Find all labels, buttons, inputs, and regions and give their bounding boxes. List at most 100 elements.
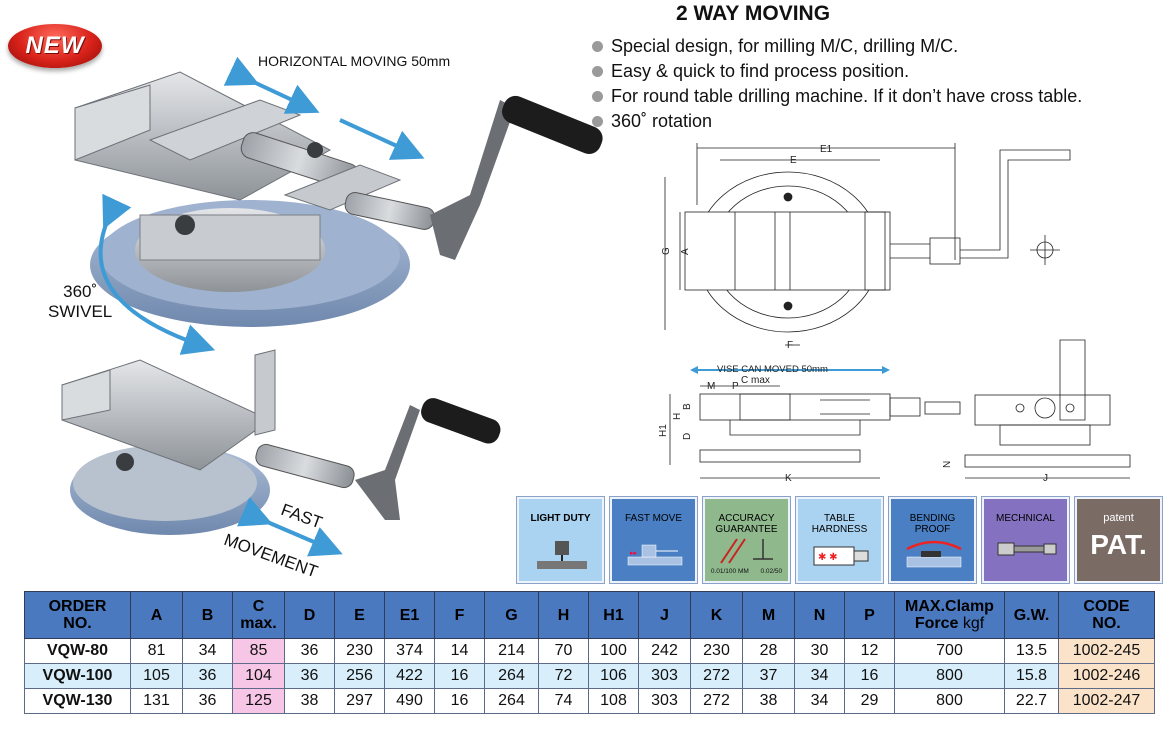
swivel-caption: 360˚ SWIVEL: [48, 282, 112, 322]
mechanical-icon: MECHNICAL: [982, 497, 1069, 583]
dim-m: M: [707, 381, 715, 392]
dim-d: D: [682, 433, 693, 440]
accuracy-sub2: 0.02/50: [760, 568, 783, 575]
cell-c-max: 125: [232, 688, 285, 714]
feature-list-item: Special design, for milling M/C, drillin…: [592, 34, 1082, 59]
technical-drawing: E1 E G A F VISE CAN MOVED 50mm M P C max…: [658, 143, 1131, 484]
icon-label: LIGHT DUTY: [530, 513, 591, 524]
cell: 36: [182, 663, 233, 689]
patent-big-text: PAT.: [1090, 529, 1147, 560]
cell: 264: [484, 663, 539, 689]
feature-list-item: For round table drilling machine. If it …: [592, 84, 1082, 109]
col-d: D: [284, 591, 335, 639]
cell: 700: [894, 638, 1005, 664]
light-duty-icon: LIGHT DUTY: [517, 497, 604, 583]
cell: 100: [588, 638, 639, 664]
cell: 106: [588, 663, 639, 689]
icon-label: patent: [1103, 512, 1134, 524]
new-badge: NEW: [8, 24, 102, 68]
cell: 105: [130, 663, 183, 689]
cell: 230: [334, 638, 385, 664]
side-view-drawing: [669, 366, 961, 479]
cell: 374: [384, 638, 435, 664]
page-title: 2 WAY MOVING: [676, 2, 831, 25]
cell: 36: [284, 663, 335, 689]
cell: 74: [538, 688, 589, 714]
cell: 272: [690, 688, 743, 714]
icon-label: MECHNICAL: [996, 513, 1055, 524]
fast-move-icon: FAST MOVE ▸▸: [610, 497, 697, 583]
cell-order-no: VQW-80: [24, 638, 131, 664]
cell: 800: [894, 688, 1005, 714]
feature-list-item: 360˚ rotation: [592, 109, 1082, 134]
icon-label: ACCURACY GUARANTEE: [715, 513, 778, 535]
cell: 34: [794, 688, 845, 714]
col-h1: H1: [588, 591, 639, 639]
patent-icon: patent PAT.: [1075, 497, 1162, 583]
col-e: E: [334, 591, 385, 639]
cell: 16: [434, 663, 485, 689]
cell: 37: [742, 663, 795, 689]
swivel-caption-line1: 360˚: [63, 282, 98, 301]
dim-g: G: [661, 247, 672, 255]
cell-order-no: VQW-130: [24, 688, 131, 714]
col-b: B: [182, 591, 233, 639]
col-p: P: [844, 591, 895, 639]
col-h: H: [538, 591, 589, 639]
svg-text:▸▸: ▸▸: [630, 550, 638, 557]
dim-cmax: C max: [741, 375, 770, 386]
cell: 34: [182, 638, 233, 664]
dim-f: F: [787, 340, 793, 351]
top-view-labels: E1 E G A F: [661, 144, 833, 351]
dim-n: N: [942, 461, 953, 468]
vise-bottom-image: [61, 349, 501, 535]
cell: 70: [538, 638, 589, 664]
cell: 264: [484, 688, 539, 714]
cell: 272: [690, 663, 743, 689]
col-f: F: [434, 591, 485, 639]
col-gw: G.W.: [1004, 591, 1059, 639]
cell: 490: [384, 688, 435, 714]
cell: 28: [742, 638, 795, 664]
col-j: J: [638, 591, 691, 639]
table-hardness-icon: TABLE HARDNESS ✱ ✱: [796, 497, 883, 583]
feature-icons: LIGHT DUTY FAST MOVE ▸▸ ACCURACY GUARANT…: [517, 497, 1162, 585]
dim-j: J: [1043, 473, 1048, 484]
dim-k: K: [785, 473, 792, 484]
feature-text: For round table drilling machine. If it …: [611, 86, 1083, 106]
dim-e: E: [790, 155, 797, 166]
cell: 38: [284, 688, 335, 714]
cell-order-no: VQW-100: [24, 663, 131, 689]
cell: 34: [794, 663, 845, 689]
bullet-icon: [592, 41, 603, 52]
icon-label: BENDING PROOF: [909, 513, 956, 535]
feature-text: Special design, for milling M/C, drillin…: [611, 36, 959, 56]
motion-arrows: [98, 56, 425, 557]
cell: 800: [894, 663, 1005, 689]
cell: 214: [484, 638, 539, 664]
cell: 297: [334, 688, 385, 714]
cell: 422: [384, 663, 435, 689]
cell: 38: [742, 688, 795, 714]
icon-label: FAST MOVE: [624, 513, 683, 524]
cell: 30: [794, 638, 845, 664]
col-g: G: [484, 591, 539, 639]
cell: 72: [538, 663, 589, 689]
feature-text: Easy & quick to find process position.: [611, 61, 910, 81]
col-n: N: [794, 591, 845, 639]
dim-p: P: [732, 381, 739, 392]
end-view-labels: N J: [942, 461, 1048, 484]
cell: 15.8: [1004, 663, 1059, 689]
col-k: K: [690, 591, 743, 639]
product-photo: [61, 56, 603, 557]
vise-moved-label: VISE CAN MOVED 50mm: [717, 364, 828, 375]
cell-code-no: 1002-245: [1058, 638, 1155, 664]
cell: 256: [334, 663, 385, 689]
end-view-drawing: [964, 339, 1131, 479]
col-e1: E1: [384, 591, 435, 639]
